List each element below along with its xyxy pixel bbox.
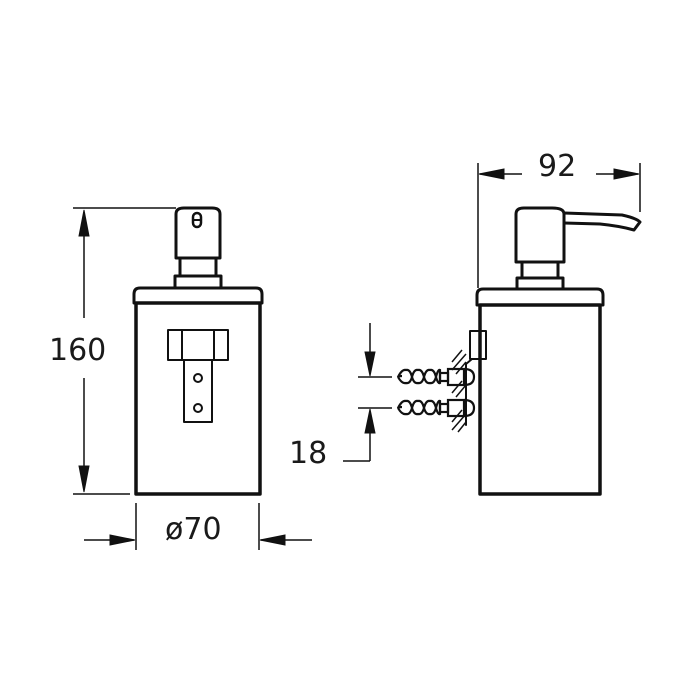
side-pump-head bbox=[514, 206, 566, 264]
bracket-plate bbox=[183, 359, 213, 423]
wall-hatch bbox=[451, 349, 467, 433]
side-lid bbox=[475, 287, 605, 307]
diameter-dimension bbox=[84, 503, 312, 550]
side-pump-collar bbox=[515, 276, 565, 291]
height-label: 160 bbox=[49, 333, 106, 368]
diameter-label: ø70 bbox=[165, 512, 222, 547]
wall-clip bbox=[469, 330, 487, 360]
depth-dimension bbox=[477, 163, 641, 288]
screw-hole-top bbox=[193, 373, 203, 383]
side-container-body bbox=[478, 303, 602, 496]
bracket-top bbox=[167, 329, 229, 361]
lid bbox=[132, 286, 264, 305]
spout bbox=[562, 211, 642, 232]
wall-anchors bbox=[396, 367, 476, 418]
height-dimension bbox=[73, 207, 176, 495]
pump-collar bbox=[173, 274, 223, 290]
pump-head bbox=[174, 206, 222, 260]
spacing-dimension bbox=[343, 323, 392, 462]
spacing-label: 18 bbox=[289, 436, 327, 471]
depth-label: 92 bbox=[538, 149, 576, 184]
anchor-bottom bbox=[396, 398, 476, 418]
anchor-top bbox=[396, 367, 476, 387]
screw-hole-bottom bbox=[193, 403, 203, 413]
front-view bbox=[132, 206, 264, 496]
side-pump-neck bbox=[520, 260, 560, 280]
container-body bbox=[134, 301, 262, 496]
side-view bbox=[465, 206, 642, 496]
pump-neck bbox=[178, 256, 218, 278]
